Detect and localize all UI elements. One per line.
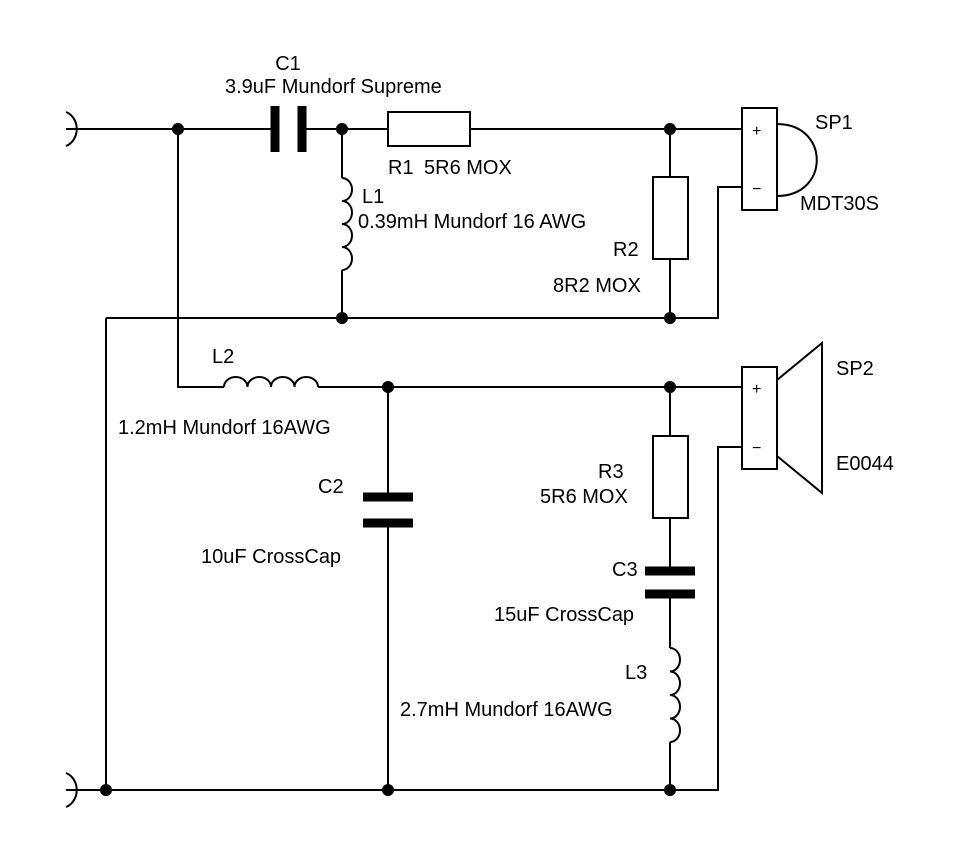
l2-value: 1.2mH Mundorf 16AWG <box>118 417 331 439</box>
capacitor-c1-icon <box>270 106 307 152</box>
junction-dot-icon <box>172 123 184 135</box>
junction-dot-icon <box>336 312 348 324</box>
inductor-l2-icon <box>223 376 319 388</box>
l3-value: 2.7mH Mundorf 16AWG <box>400 699 613 721</box>
inductor-l1-icon <box>341 177 353 271</box>
c1-value: 3.9uF Mundorf Supreme <box>225 76 442 98</box>
junction-dot-icon <box>382 381 394 393</box>
r3-ref: R3 <box>598 461 624 483</box>
sp2-ref: SP2 <box>836 358 874 380</box>
junction-dot-icon <box>100 784 112 796</box>
input-terminal-icon <box>65 111 82 147</box>
cone-speaker-icon <box>741 340 823 496</box>
c3-value: 15uF CrossCap <box>494 604 634 626</box>
r1-ref: R1 <box>388 157 414 179</box>
c2-ref: C2 <box>318 476 344 498</box>
inductor-l3-icon <box>669 647 681 743</box>
wires <box>82 128 742 791</box>
r2-ref: R2 <box>613 239 639 261</box>
capacitor-c2-icon <box>363 492 413 528</box>
sp2-model: E0044 <box>836 453 894 475</box>
junction-dot-icon <box>336 123 348 135</box>
r2-value: 8R2 MOX <box>553 275 641 297</box>
sp1-ref: SP1 <box>815 112 853 134</box>
l2-ref: L2 <box>212 346 234 368</box>
l1-value: 0.39mH Mundorf 16 AWG <box>358 211 586 233</box>
c2-value: 10uF CrossCap <box>201 546 341 568</box>
sp1-plus-sign: + <box>752 123 761 140</box>
r1-value: 5R6 MOX <box>424 157 512 179</box>
junction-dots <box>100 123 676 796</box>
sp2-plus-sign: + <box>752 381 761 398</box>
junction-dot-icon <box>664 312 676 324</box>
capacitor-c3-icon <box>645 566 695 599</box>
input-terminal-icon <box>65 772 82 808</box>
r3-value: 5R6 MOX <box>540 486 628 508</box>
l1-ref: L1 <box>362 186 384 208</box>
sp2-minus-sign: − <box>752 440 761 457</box>
c1-ref: C1 <box>275 53 301 75</box>
junction-dot-icon <box>664 123 676 135</box>
resistor-r3-icon <box>652 435 689 519</box>
l3-ref: L3 <box>625 662 647 684</box>
dome-tweeter-icon <box>741 107 818 211</box>
resistor-r1-icon <box>387 111 471 147</box>
junction-dot-icon <box>664 784 676 796</box>
junction-dot-icon <box>664 381 676 393</box>
sp1-minus-sign: − <box>752 181 761 198</box>
junction-dot-icon <box>382 784 394 796</box>
sp1-model: MDT30S <box>800 193 879 215</box>
resistor-r2-icon <box>652 176 689 260</box>
c3-ref: C3 <box>612 559 638 581</box>
